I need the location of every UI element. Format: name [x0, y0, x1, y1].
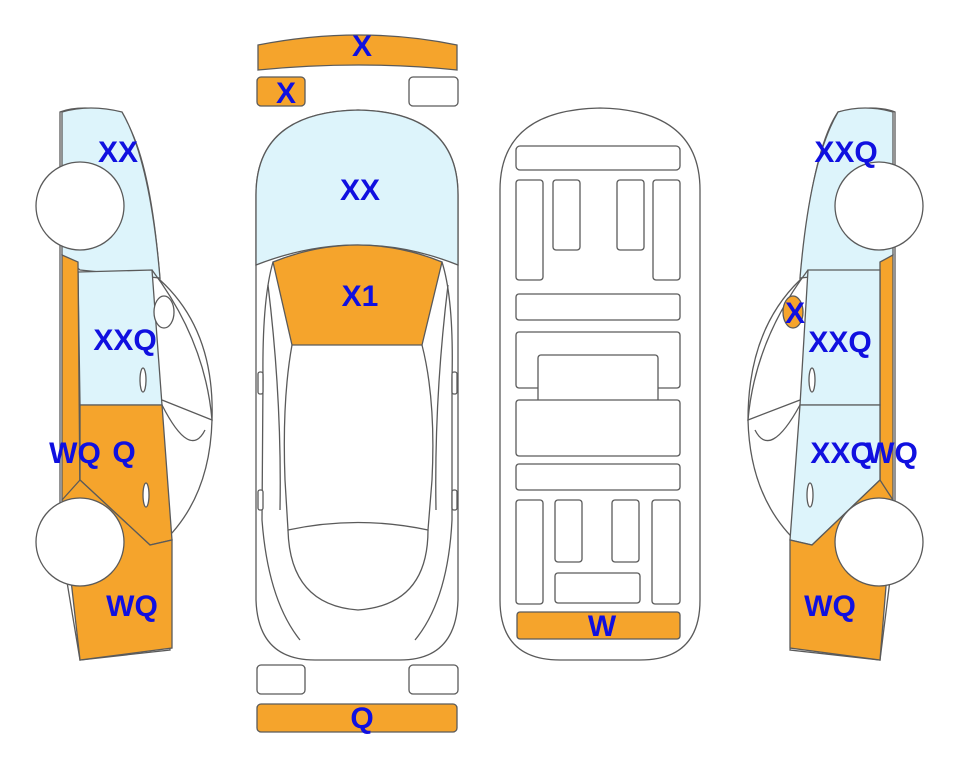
- right-mirror[interactable]: [782, 295, 804, 329]
- label-left-rear-quarter: WQ: [106, 590, 158, 623]
- left-a-pillar: [261, 261, 301, 641]
- car-left-side-view: XX XXQ WQ Q WQ: [35, 107, 213, 661]
- car-right-side-view: XXQ X XXQ XXQ WQ WQ: [747, 107, 924, 661]
- right-taillight[interactable]: [408, 664, 459, 695]
- label-hood: X1: [342, 280, 379, 313]
- left-front-wheel: [35, 161, 125, 251]
- underbody-panel: [515, 399, 681, 457]
- car-underbody-view: W: [499, 107, 701, 661]
- right-side-window-line: [747, 269, 809, 421]
- label-trunk-lid: W: [588, 610, 617, 643]
- right-door-handle-rear: [806, 482, 814, 508]
- right-mirror-top: [451, 371, 458, 395]
- label-front-bumper: X: [352, 30, 372, 63]
- right-door-handle-front: [808, 367, 816, 393]
- left-mirror: [257, 371, 264, 395]
- label-right-rear-quarter: WQ: [804, 590, 856, 623]
- label-left-front-glass: XX: [98, 136, 138, 169]
- right-headlight[interactable]: [408, 76, 459, 107]
- underbody-panel: [515, 179, 544, 281]
- left-handle: [257, 489, 264, 511]
- right-side-window-line-2: [754, 404, 801, 442]
- car-top-view: X X XX X1 Q: [255, 30, 459, 735]
- underbody-panel: [554, 572, 641, 604]
- underbody-panel: [552, 179, 581, 251]
- left-headlight[interactable]: [256, 76, 306, 107]
- label-left-headlight: X: [276, 77, 296, 110]
- underbody-panel: [515, 293, 681, 321]
- underbody-panel: [611, 499, 640, 563]
- right-door-line: [435, 284, 449, 511]
- underbody-panel: [554, 499, 583, 563]
- left-taillight[interactable]: [256, 664, 306, 695]
- hood[interactable]: [272, 244, 443, 346]
- underbody-panel: [515, 499, 544, 605]
- left-door-handle-rear: [142, 482, 150, 508]
- underbody-panel: [515, 145, 681, 171]
- label-right-front-glass: XXQ: [814, 136, 877, 169]
- trunk-lid[interactable]: [516, 611, 681, 640]
- label-rear-bumper: Q: [350, 702, 373, 735]
- left-rear-wheel: [35, 497, 125, 587]
- underbody-panel: [515, 463, 681, 491]
- left-door-line: [267, 284, 281, 511]
- left-door-handle-front: [139, 367, 147, 393]
- underbody-panel: [652, 179, 681, 281]
- label-left-rear-door: Q: [112, 436, 135, 469]
- label-right-rear-door: XXQ: [810, 437, 873, 470]
- label-left-rear-panel-a: WQ: [49, 437, 101, 470]
- rear-bumper[interactable]: [256, 703, 458, 733]
- label-right-rear-panel: WQ: [866, 437, 918, 470]
- left-side-window-line-2: [161, 404, 206, 442]
- right-front-wheel: [834, 161, 924, 251]
- label-right-front-door: XXQ: [808, 326, 871, 359]
- right-a-pillar: [414, 261, 453, 641]
- left-side-mirror: [153, 295, 175, 329]
- underbody-panel: [651, 499, 681, 605]
- label-windshield: XX: [340, 174, 380, 207]
- front-bumper[interactable]: [257, 34, 458, 71]
- roof-outline: [283, 344, 434, 531]
- right-rear-wheel: [834, 497, 924, 587]
- underbody-panel: [616, 179, 645, 251]
- left-side-window-line: [151, 269, 213, 421]
- label-left-front-door: XXQ: [93, 324, 156, 357]
- right-handle: [451, 489, 458, 511]
- label-right-mirror: X: [785, 297, 805, 330]
- rear-window-line: [287, 529, 429, 611]
